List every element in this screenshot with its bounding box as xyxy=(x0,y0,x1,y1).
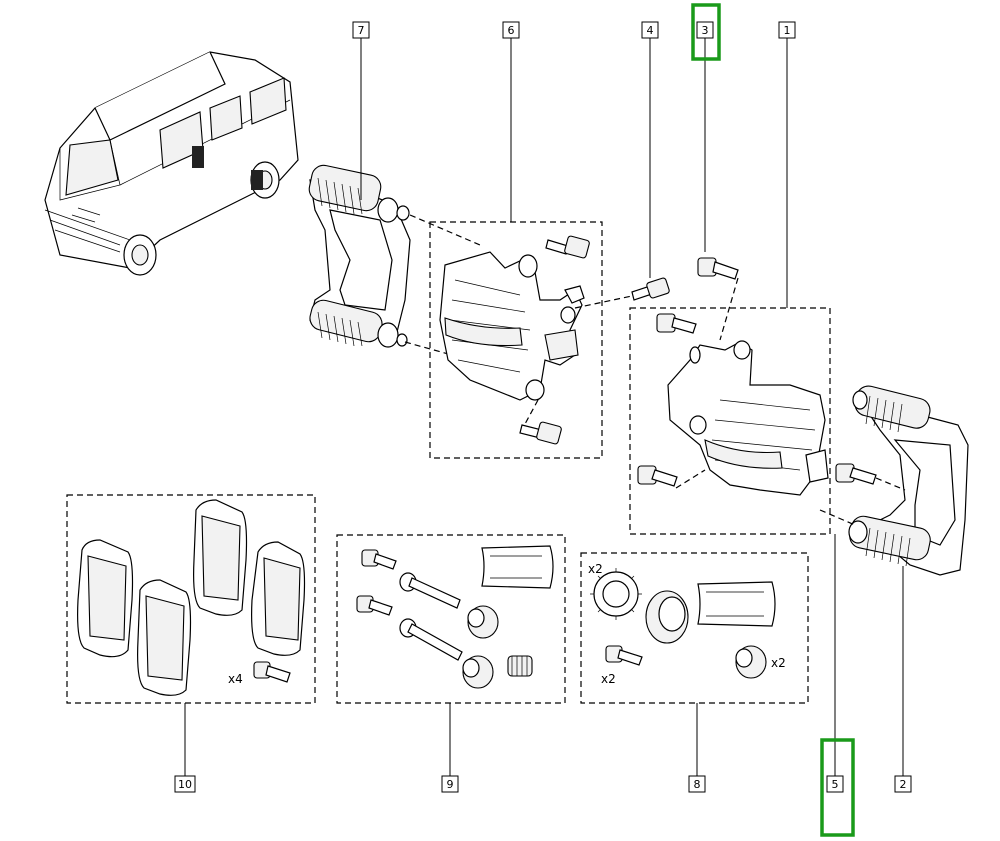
group-box-9 xyxy=(336,534,566,704)
callout-1: 1 xyxy=(778,21,796,39)
brake-pad-icon xyxy=(137,579,192,696)
group-box-10 xyxy=(66,494,316,704)
svg-text:7: 7 xyxy=(358,24,365,37)
caliper-assembly xyxy=(439,251,585,401)
callout-9: 9 xyxy=(441,775,459,793)
front-brake-marker-icon xyxy=(251,170,263,190)
group-box-1 xyxy=(629,307,831,535)
callout-5: 5 xyxy=(820,738,855,837)
brake-pad-icon xyxy=(193,499,248,616)
piston-seal-icon xyxy=(645,590,689,644)
bolt-icon xyxy=(356,595,393,616)
svg-text:5: 5 xyxy=(832,778,839,791)
group-box-6 xyxy=(429,221,603,459)
bolt-icon xyxy=(637,465,678,487)
bolt-icon xyxy=(605,645,643,666)
bleed-screw-icon xyxy=(631,277,670,301)
grease-sachet-icon xyxy=(697,581,776,627)
assembly-line xyxy=(875,477,906,491)
caliper-assembly xyxy=(667,340,829,496)
svg-text:10: 10 xyxy=(178,778,192,791)
assembly-line xyxy=(409,214,481,246)
svg-text:9: 9 xyxy=(447,778,454,791)
group-box-8 xyxy=(580,552,809,704)
callout-7: 7 xyxy=(352,21,370,39)
boot-seal-icon xyxy=(462,655,494,689)
assembly-line xyxy=(719,277,739,341)
grease-sachet-icon xyxy=(481,545,554,589)
callout-3: 3 xyxy=(691,3,721,61)
boot-seal-icon xyxy=(467,605,499,639)
bolt-icon xyxy=(697,257,739,280)
guide-pin-icon xyxy=(399,572,461,609)
toothed-ring-icon xyxy=(590,568,642,620)
svg-text:8: 8 xyxy=(694,778,701,791)
highlight-box-5 xyxy=(820,738,855,837)
svg-text:2: 2 xyxy=(900,778,907,791)
bolt-icon xyxy=(656,313,697,334)
van-illustration xyxy=(44,51,299,276)
callout-8: 8 xyxy=(688,775,706,793)
bolt-icon xyxy=(545,235,590,259)
svg-text:6: 6 xyxy=(508,24,515,37)
boot-seal-icon xyxy=(735,645,767,679)
assembly-line xyxy=(404,341,471,361)
quantity-label: x2 xyxy=(771,656,786,670)
brake-pad-icon xyxy=(251,541,306,656)
assembly-line xyxy=(675,469,706,489)
rear-brake-marker-icon xyxy=(192,146,204,168)
highlight-box-3 xyxy=(691,3,721,61)
brake-pad-icon xyxy=(77,539,134,658)
bolt-icon xyxy=(519,421,562,445)
svg-text:1: 1 xyxy=(784,24,791,37)
bolt-icon xyxy=(361,549,397,570)
sleeve-icon xyxy=(507,655,533,677)
svg-text:3: 3 xyxy=(702,24,709,37)
bolt-icon xyxy=(253,661,291,683)
quantity-label: x2 xyxy=(588,562,603,576)
assembly-line xyxy=(524,399,539,425)
brake-carrier-left xyxy=(308,164,411,348)
assembly-line xyxy=(819,509,856,526)
quantity-label: x4 xyxy=(228,672,243,686)
svg-text:4: 4 xyxy=(647,24,654,37)
guide-pin-icon xyxy=(399,618,463,661)
callout-6: 6 xyxy=(502,21,520,39)
callout-4: 4 xyxy=(641,21,659,39)
brake-carrier-right xyxy=(848,385,969,576)
callout-10: 10 xyxy=(174,775,196,793)
bolt-icon xyxy=(835,463,877,485)
quantity-label: x2 xyxy=(601,672,616,686)
callout-2: 2 xyxy=(894,775,912,793)
